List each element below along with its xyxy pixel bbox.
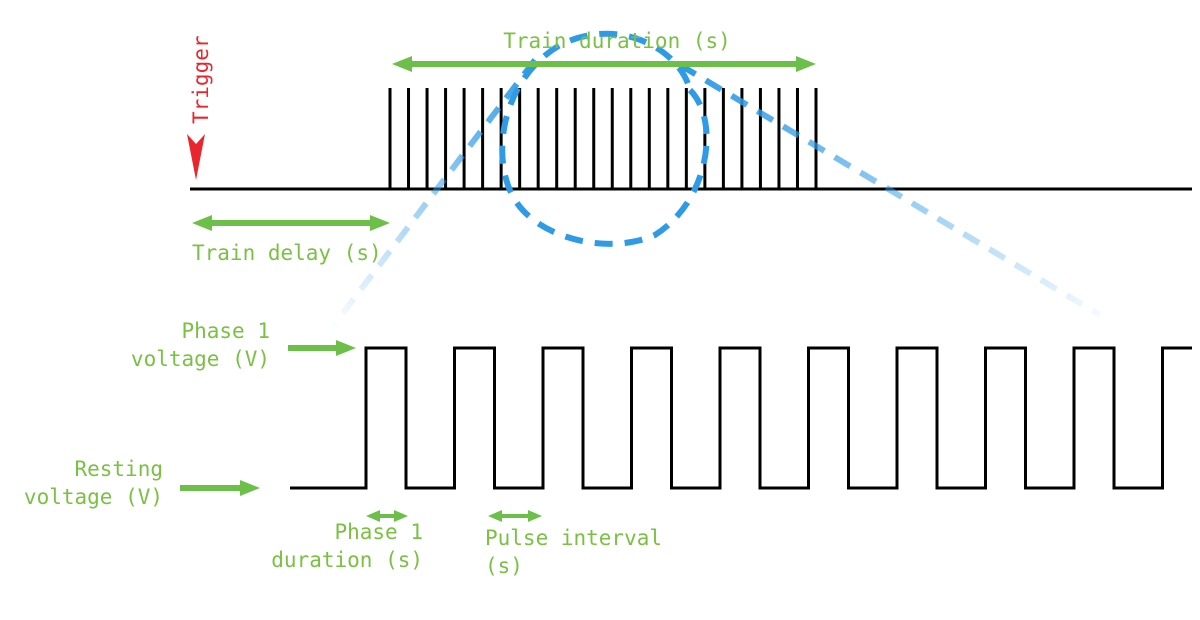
pulse-interval-label-line2: (s) [485,554,523,578]
train-delay-arrow [192,215,390,231]
train-delay-label: Train delay (s) [192,241,382,265]
train-waveform [190,88,1192,191]
zoom-circle [499,30,710,247]
train-duration-label: Train duration (s) [503,29,731,53]
zoom-left-line [327,58,538,332]
phase1-duration-arrow [366,510,408,522]
trigger-marker: Trigger [187,35,213,180]
phase1-voltage-label-line2: voltage (V) [131,347,270,371]
magnifier-icon [327,30,1102,332]
down-arrow-icon [187,134,205,180]
train-pulses [388,88,818,189]
pulse-interval-label-line1: Pulse interval [485,526,662,550]
phase1-duration-label-line1: Phase 1 [334,520,423,544]
resting-voltage-label-line2: voltage (V) [24,485,163,509]
resting-voltage-arrow [180,480,260,496]
trigger-label: Trigger [189,35,213,124]
zoomed-pulse-waveform [290,346,1192,490]
resting-voltage-label-line1: Resting [74,457,163,481]
phase1-voltage-arrow [288,340,356,356]
train-duration-arrow [392,56,816,72]
phase1-voltage-label-line1: Phase 1 [181,319,270,343]
zoom-right-line [678,62,1102,318]
phase1-duration-label-line2: duration (s) [271,548,423,572]
pulse-interval-arrow [488,510,542,522]
